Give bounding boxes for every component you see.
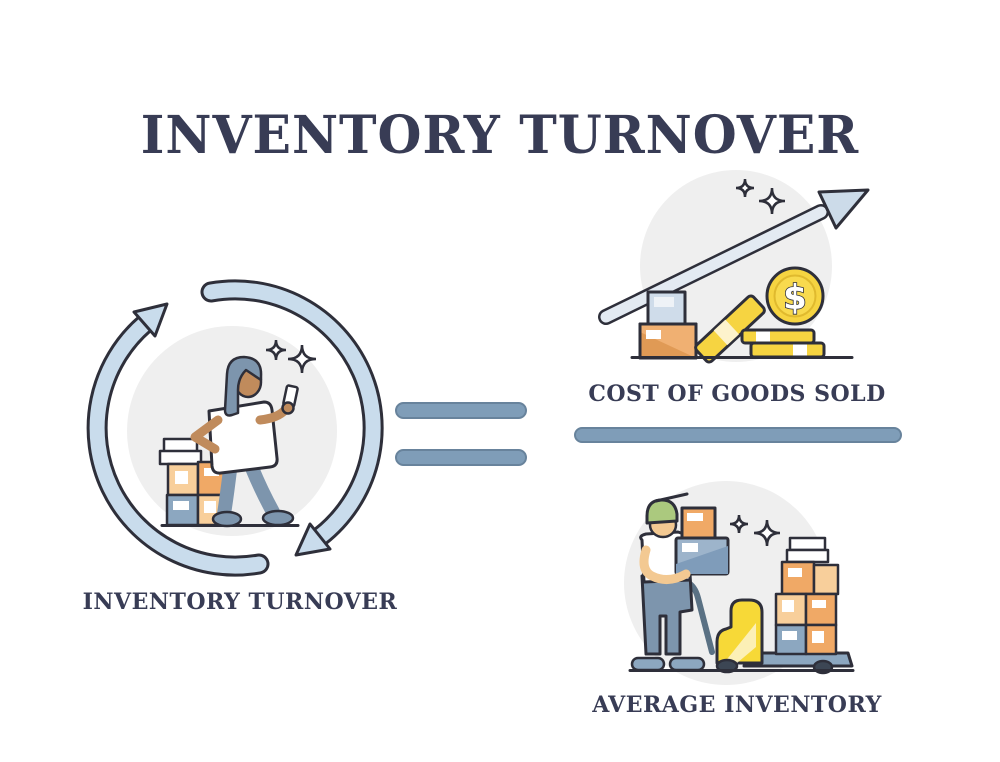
sparkles-icon [735,178,786,215]
dollar-coin-icon: $ [765,266,825,326]
average-inventory-label: AVERAGE INVENTORY [592,692,882,718]
equals-bar-top [395,402,527,419]
inventory-turnover-label: INVENTORY TURNOVER [82,589,398,615]
cost-of-goods-sold-label: COST OF GOODS SOLD [588,381,886,407]
sparkles-icon [729,514,781,547]
hair [223,355,263,417]
fraction-bar [574,427,902,443]
box-stack [774,536,840,656]
carried-orange-box [680,506,717,540]
equals-bar-bottom [395,449,527,466]
cost-of-goods-sold-illustration: $ [598,170,870,364]
cap-icon [645,498,679,525]
inventory-turnover-illustration [86,279,384,577]
worker-figure [630,492,730,672]
circular-arrows-icon [86,279,384,577]
sparkles-icon [265,339,317,374]
average-inventory-illustration [624,481,855,685]
dollar-symbol: $ [783,278,807,318]
gold-bar-icon [694,294,766,364]
coin-stack-icon [740,328,826,359]
person-figure [190,355,299,528]
growth-arrow-icon [598,188,870,325]
page-title: INVENTORY TURNOVER [140,104,860,166]
box-stack [638,290,698,360]
box-stack [158,437,230,527]
